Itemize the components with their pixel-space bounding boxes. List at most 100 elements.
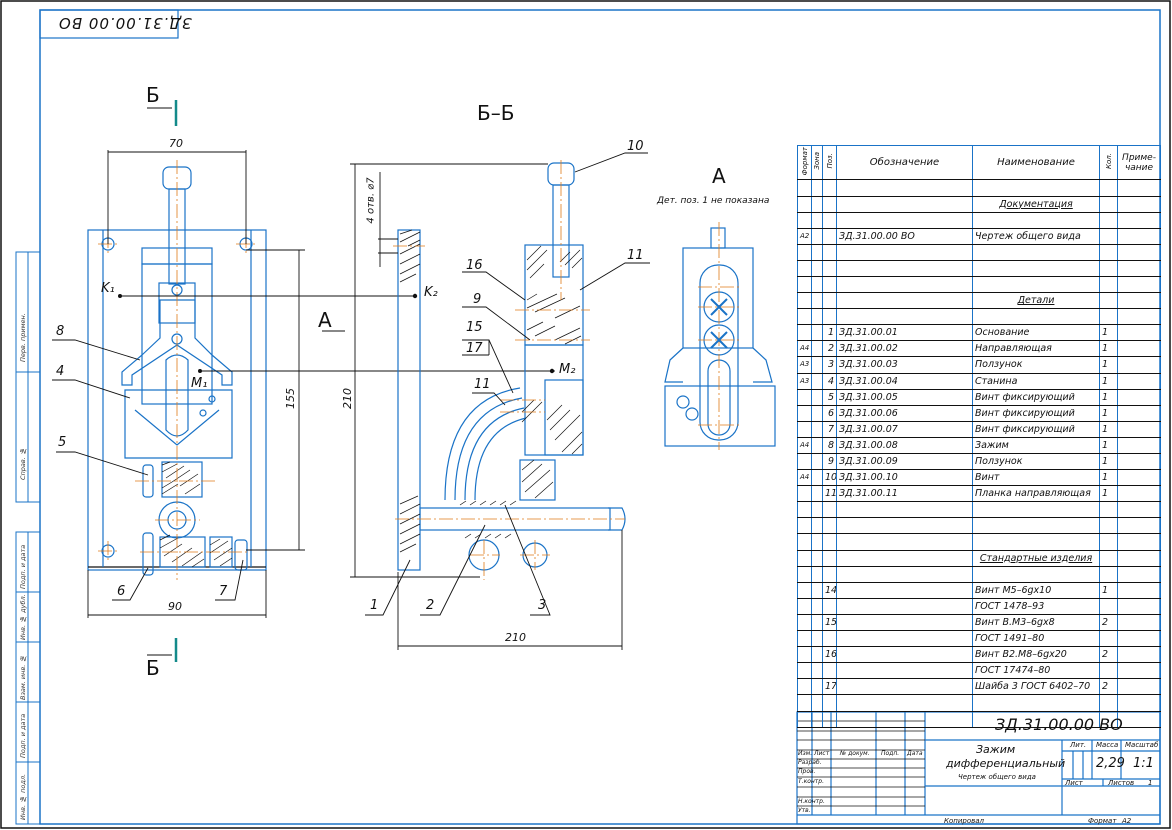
cell-qty xyxy=(1099,598,1118,615)
cell-pos xyxy=(822,196,837,213)
cell-note xyxy=(1117,711,1161,728)
cell-note xyxy=(1117,421,1161,438)
cell-zone xyxy=(811,550,823,567)
title-format-label: Формат xyxy=(1088,817,1117,825)
title-role-tcontrol: Т.контр. xyxy=(798,778,825,785)
spec-row xyxy=(797,212,1161,229)
view-a-note: Дет. поз. 1 не показана xyxy=(657,196,770,206)
title-role-checker: Пров. xyxy=(798,768,816,775)
title-doc-type: Чертеж общего вида xyxy=(958,773,1036,781)
cell-pos: 10 xyxy=(822,469,837,487)
cell-qty xyxy=(1099,292,1118,310)
cell-designation: ЗД.31.00.06 xyxy=(836,405,973,422)
cell-pos: 15 xyxy=(822,614,837,632)
cell-note xyxy=(1117,469,1161,487)
cell-zone xyxy=(811,533,823,551)
cell-note xyxy=(1117,356,1161,374)
cell-pos: 1 xyxy=(822,324,837,342)
side-strip-label: Инв. № подл. xyxy=(19,773,27,820)
spec-row xyxy=(797,501,1161,519)
cell-pos xyxy=(822,630,837,648)
title-mass-label: Масса xyxy=(1096,741,1119,749)
cell-name: Чертеж общего вида xyxy=(972,228,1100,245)
cell-designation xyxy=(836,292,973,310)
dimension-90: 90 xyxy=(168,600,182,613)
cell-name: ГОСТ 1491–80 xyxy=(972,630,1100,648)
front-dimensions xyxy=(52,107,550,656)
cell-format xyxy=(797,501,812,519)
spec-row xyxy=(797,308,1161,326)
section-view xyxy=(397,162,626,571)
callout-15: 15 xyxy=(466,320,483,335)
cell-designation xyxy=(836,614,973,632)
cell-pos xyxy=(822,260,837,277)
cell-note xyxy=(1117,373,1161,390)
cell-note xyxy=(1117,662,1161,680)
cell-pos xyxy=(822,533,837,551)
callout-17: 17 xyxy=(466,341,483,356)
cell-zone xyxy=(811,711,823,728)
cell-qty: 1 xyxy=(1099,405,1118,422)
cell-pos xyxy=(822,292,837,310)
cell-name: Детали xyxy=(972,292,1100,310)
cell-note xyxy=(1117,437,1161,455)
section-axes xyxy=(393,160,625,580)
spec-row xyxy=(797,276,1161,294)
cell-designation: ЗД.31.00.03 xyxy=(836,356,973,374)
callout-3: 3 xyxy=(538,598,547,613)
title-copied: Копировал xyxy=(944,817,984,825)
callout-1: 1 xyxy=(370,598,379,613)
cell-name xyxy=(972,276,1100,294)
callout-2: 2 xyxy=(426,598,435,613)
cell-name xyxy=(972,517,1100,535)
title-row-date: Дата xyxy=(907,750,923,757)
cell-pos: 8 xyxy=(822,437,837,455)
cell-designation xyxy=(836,501,973,519)
cell-zone xyxy=(811,437,823,455)
top-stamp-designation: ЗД.31.00.00 ВО xyxy=(58,14,192,32)
cell-zone xyxy=(811,630,823,648)
cell-qty: 1 xyxy=(1099,340,1118,358)
spec-row xyxy=(797,517,1161,535)
cell-note xyxy=(1117,582,1161,599)
callout-11: 11 xyxy=(474,377,491,392)
header-format: Формат xyxy=(797,144,812,181)
dimension-70: 70 xyxy=(169,137,183,150)
side-strip-label: Подп. и дата xyxy=(19,544,27,589)
cell-format xyxy=(797,678,812,696)
cell-zone xyxy=(811,485,823,503)
title-row-list: Лист xyxy=(814,750,830,757)
view-a-title: А xyxy=(712,164,726,188)
cell-zone xyxy=(811,614,823,632)
cell-format xyxy=(797,662,812,680)
cell-name: Ползунок xyxy=(972,453,1100,471)
cell-qty: 1 xyxy=(1099,421,1118,438)
cell-name xyxy=(972,694,1100,712)
cell-note xyxy=(1117,453,1161,471)
spec-row: ГОСТ 1478–93 xyxy=(797,598,1161,615)
cell-qty xyxy=(1099,308,1118,326)
cell-format xyxy=(797,453,812,471)
cell-pos: 2 xyxy=(822,340,837,358)
cell-zone xyxy=(811,340,823,358)
cell-note xyxy=(1117,646,1161,664)
cell-pos: 17 xyxy=(822,678,837,696)
cell-zone xyxy=(811,598,823,615)
cell-name: ГОСТ 1478–93 xyxy=(972,598,1100,615)
cell-zone xyxy=(811,678,823,696)
cell-format xyxy=(797,566,812,583)
cell-designation: ЗД.31.00.10 xyxy=(836,469,973,487)
view-a xyxy=(664,227,776,447)
cell-zone xyxy=(811,421,823,438)
spec-row xyxy=(797,179,1161,197)
cell-name: Стандартные изделия xyxy=(972,550,1100,567)
spec-section-details: Детали xyxy=(797,292,1161,310)
cell-pos: 7 xyxy=(822,421,837,438)
view-a-crosses xyxy=(710,298,728,349)
cell-qty: 1 xyxy=(1099,437,1118,455)
cell-name: Планка направляющая xyxy=(972,485,1100,503)
